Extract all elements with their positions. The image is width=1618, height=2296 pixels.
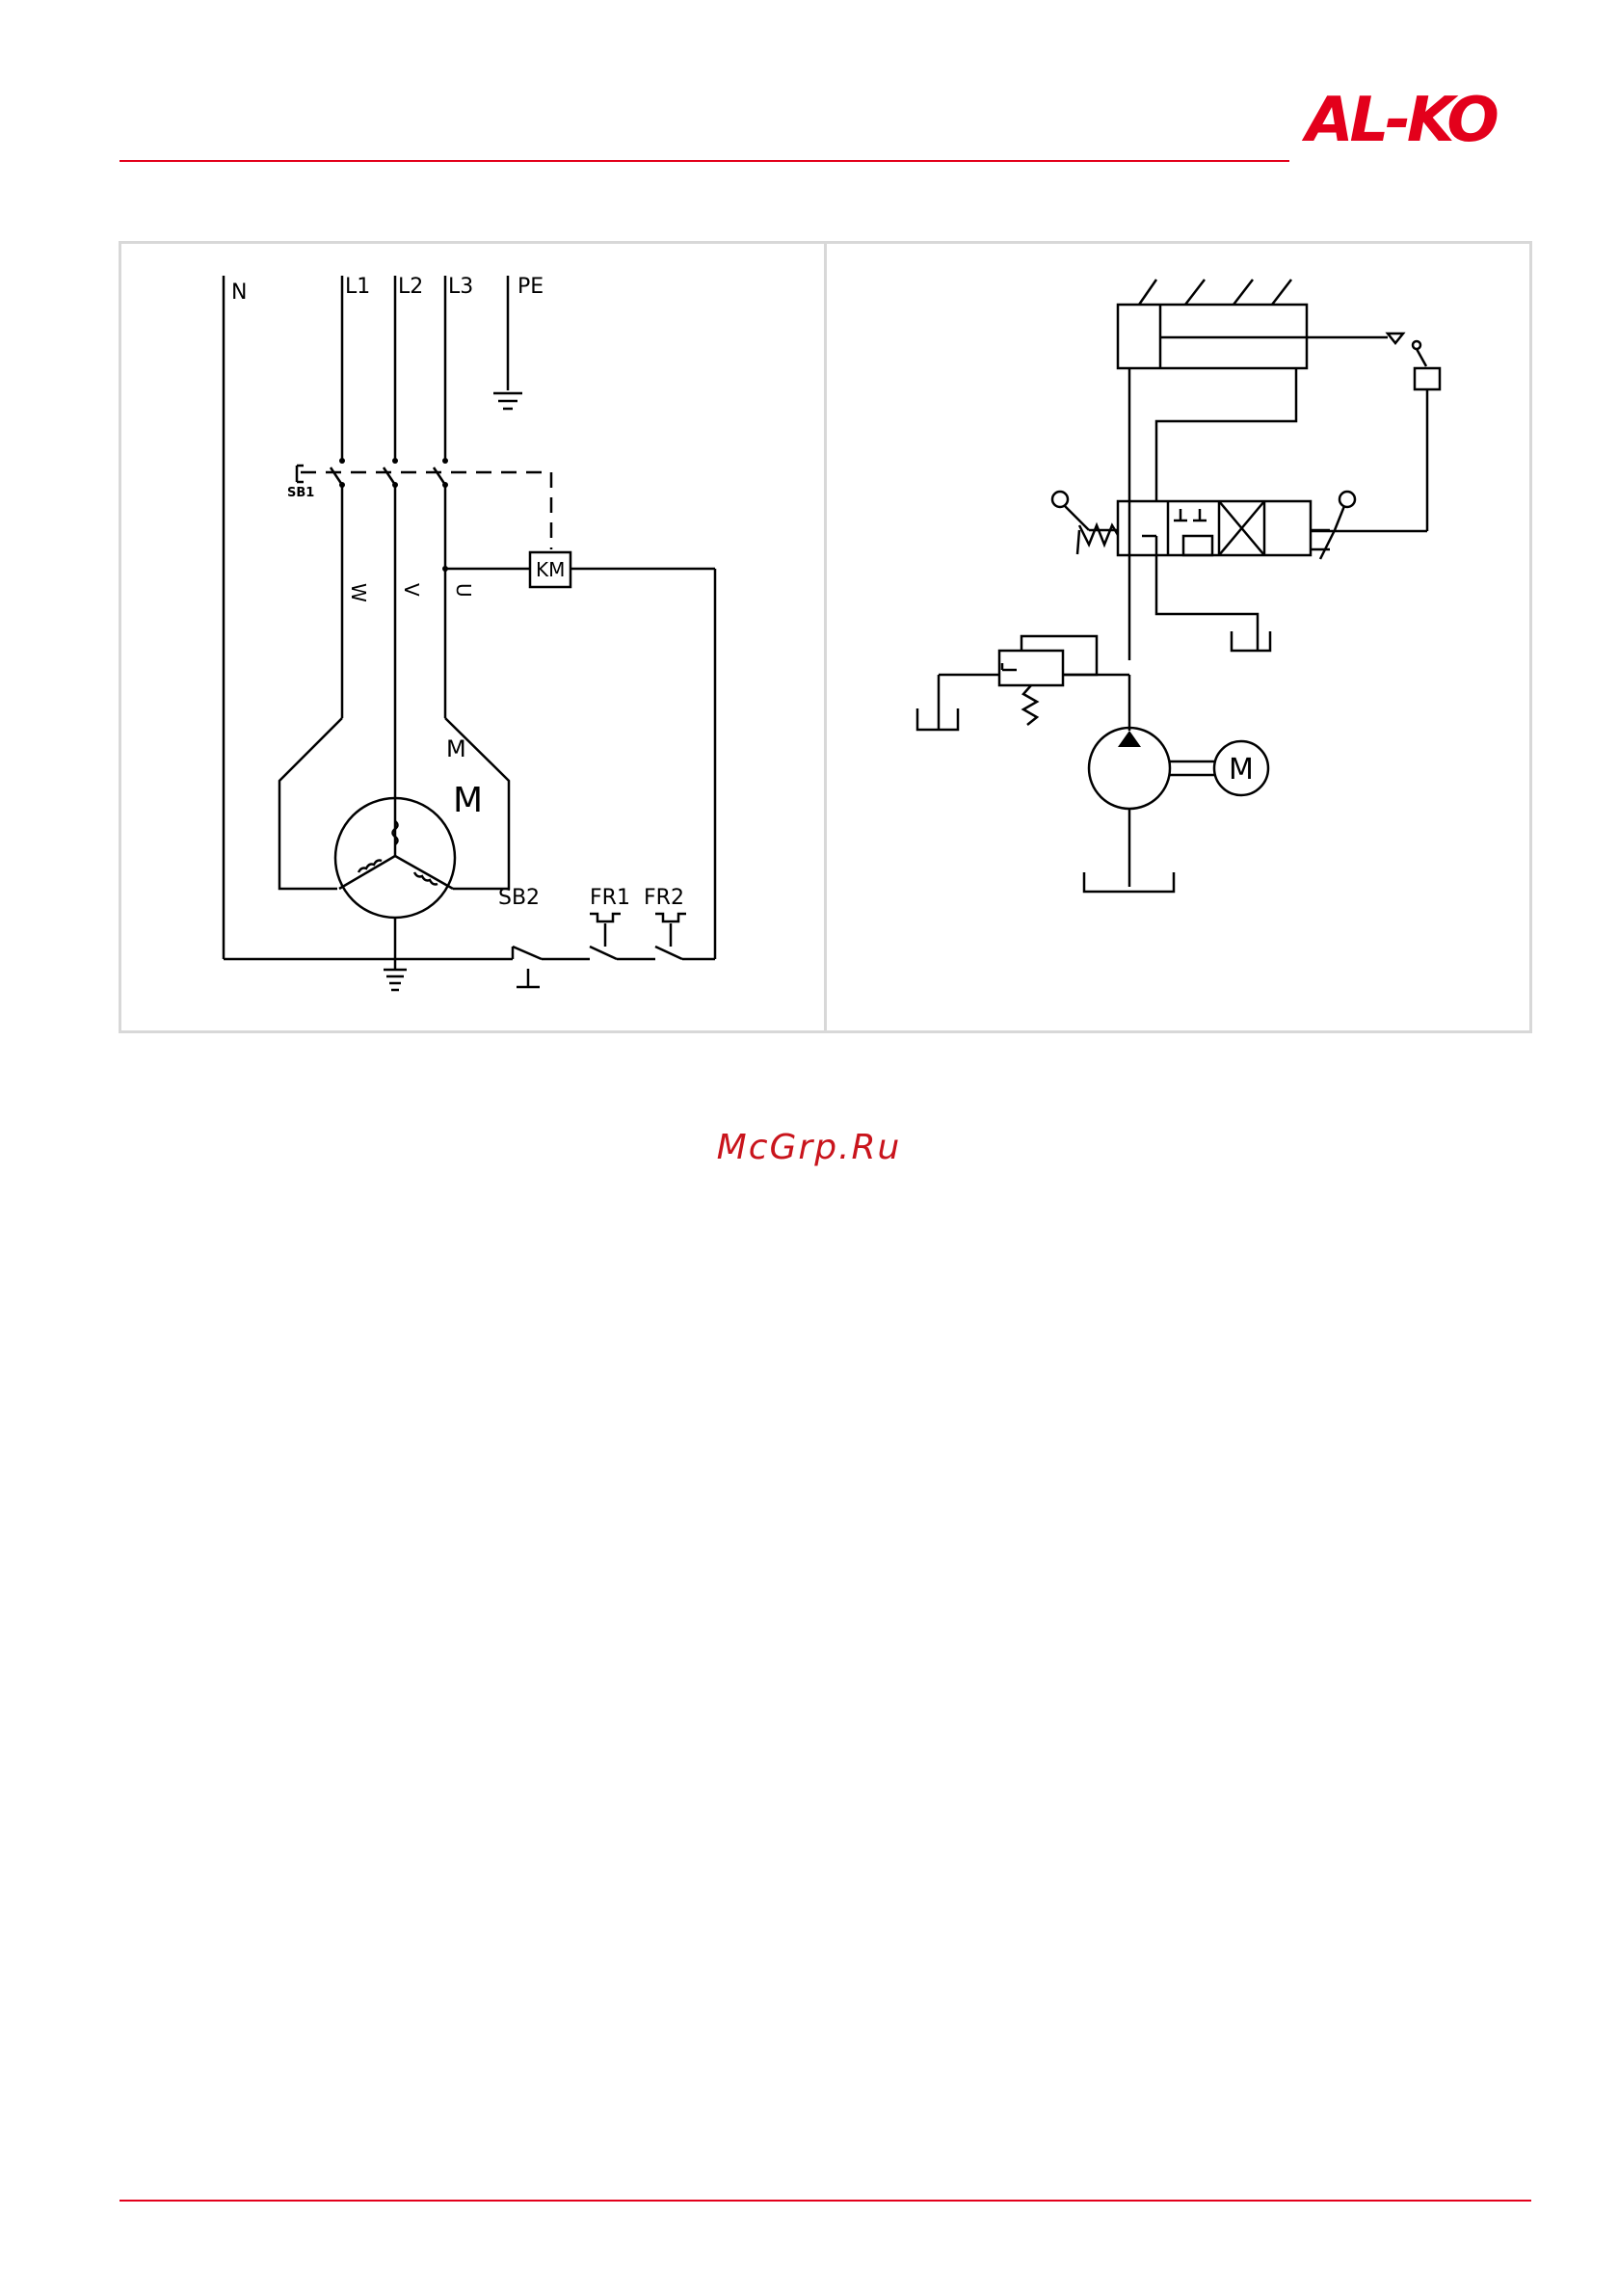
label-FR1: FR1 xyxy=(590,886,630,910)
pump-arrow xyxy=(1118,731,1141,747)
label-SB1: SB1 xyxy=(287,486,314,500)
label-L2: L2 xyxy=(398,275,423,299)
label-U: U xyxy=(452,583,475,598)
label-SB2: SB2 xyxy=(498,886,540,910)
electrical-junctions xyxy=(339,458,448,572)
footer-rule xyxy=(119,2200,1531,2202)
electrical-schematic xyxy=(224,276,715,990)
label-hydraulic-M: M xyxy=(1229,753,1254,787)
hydraulic-schematic xyxy=(917,280,1440,892)
label-L1: L1 xyxy=(345,275,370,299)
label-N: N xyxy=(231,280,247,305)
label-PE: PE xyxy=(517,275,544,299)
label-M-small: M xyxy=(446,735,466,762)
label-M-motor: M xyxy=(453,781,483,820)
label-FR2: FR2 xyxy=(644,886,684,910)
watermark: McGrp.Ru xyxy=(0,1128,1618,1167)
label-L3: L3 xyxy=(448,275,473,299)
label-W: W xyxy=(347,583,370,602)
label-V: V xyxy=(400,583,423,597)
label-KM: KM xyxy=(536,558,565,581)
